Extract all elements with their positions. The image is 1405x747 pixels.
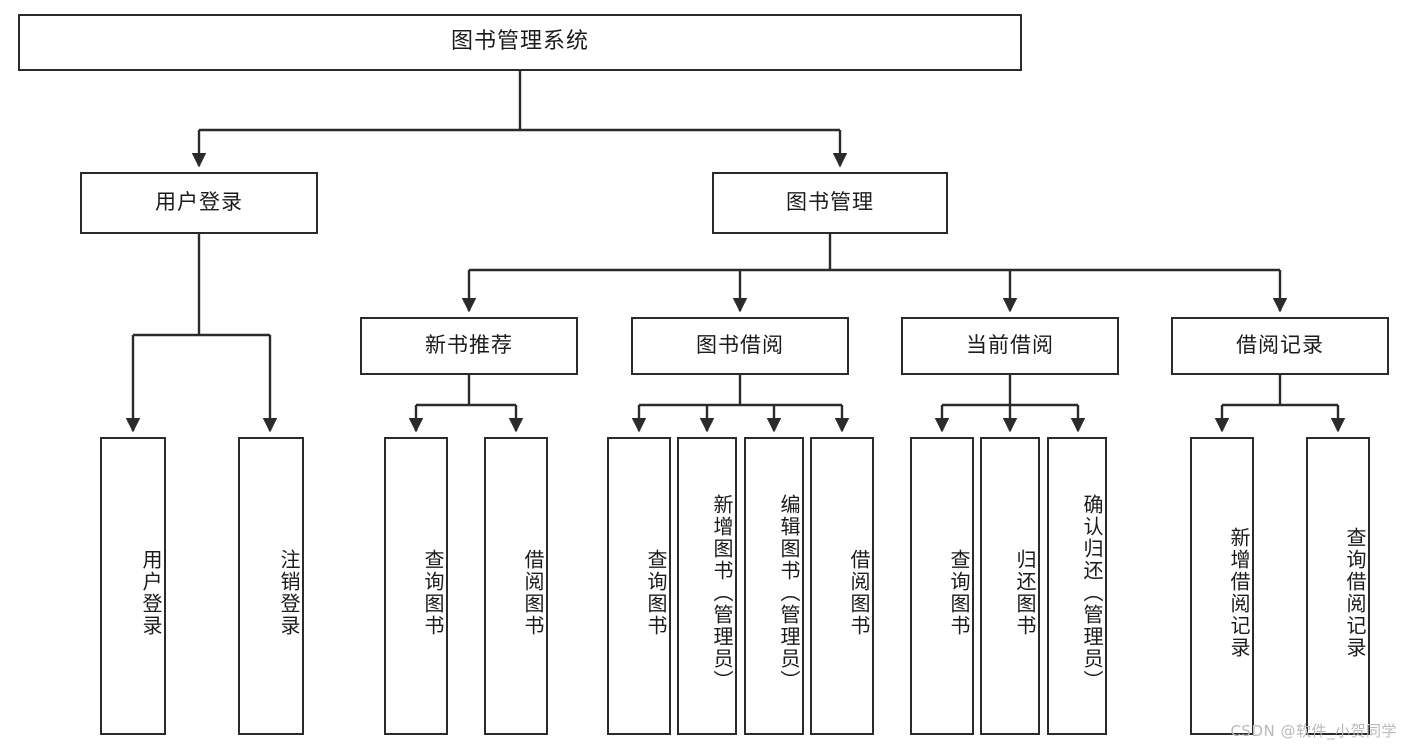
node-leaf-return-book[interactable]: 归还图书 bbox=[980, 437, 1040, 735]
node-leaf-add-record[interactable]: 新增借阅记录 bbox=[1190, 437, 1254, 735]
node-leaf-confirm-return-label: 确认归还（管理员） bbox=[1080, 494, 1104, 692]
watermark: CSDN @软件_小贺同学 bbox=[1230, 722, 1397, 740]
node-root[interactable]: 图书管理系统 bbox=[18, 14, 1022, 71]
node-book-manage[interactable]: 图书管理 bbox=[712, 172, 948, 234]
node-leaf-add-record-label: 新增借阅记录 bbox=[1227, 527, 1251, 659]
node-leaf-add-book[interactable]: 新增图书（管理员） bbox=[677, 437, 737, 735]
node-book-manage-label: 图书管理 bbox=[786, 190, 874, 215]
node-leaf-add-book-label: 新增图书（管理员） bbox=[710, 494, 734, 692]
node-leaf-user-login[interactable]: 用户登录 bbox=[100, 437, 166, 735]
node-leaf-borrow-book-1[interactable]: 借阅图书 bbox=[484, 437, 548, 735]
node-leaf-edit-book-label: 编辑图书（管理员） bbox=[777, 494, 801, 692]
node-book-borrow-label: 图书借阅 bbox=[696, 333, 784, 358]
node-new-book-rec[interactable]: 新书推荐 bbox=[360, 317, 578, 375]
node-leaf-query-record[interactable]: 查询借阅记录 bbox=[1306, 437, 1370, 735]
node-leaf-query-book-1[interactable]: 查询图书 bbox=[384, 437, 448, 735]
node-leaf-logout-label: 注销登录 bbox=[277, 549, 301, 637]
node-leaf-borrow-book-2[interactable]: 借阅图书 bbox=[810, 437, 874, 735]
node-leaf-query-book-2[interactable]: 查询图书 bbox=[607, 437, 671, 735]
node-leaf-query-book-3[interactable]: 查询图书 bbox=[910, 437, 974, 735]
node-current-borrow[interactable]: 当前借阅 bbox=[901, 317, 1119, 375]
node-leaf-query-book-1-label: 查询图书 bbox=[421, 549, 445, 637]
node-user-login[interactable]: 用户登录 bbox=[80, 172, 318, 234]
node-leaf-borrow-book-1-label: 借阅图书 bbox=[521, 549, 545, 637]
node-new-book-rec-label: 新书推荐 bbox=[425, 333, 513, 358]
node-leaf-logout[interactable]: 注销登录 bbox=[238, 437, 304, 735]
node-leaf-return-book-label: 归还图书 bbox=[1013, 549, 1037, 637]
node-current-borrow-label: 当前借阅 bbox=[966, 333, 1054, 358]
node-borrow-record[interactable]: 借阅记录 bbox=[1171, 317, 1389, 375]
node-leaf-edit-book[interactable]: 编辑图书（管理员） bbox=[744, 437, 804, 735]
node-root-label: 图书管理系统 bbox=[450, 29, 589, 55]
node-leaf-query-book-2-label: 查询图书 bbox=[644, 549, 668, 637]
node-leaf-borrow-book-2-label: 借阅图书 bbox=[847, 549, 871, 637]
node-user-login-label: 用户登录 bbox=[155, 190, 243, 215]
node-leaf-user-login-label: 用户登录 bbox=[139, 549, 163, 637]
node-leaf-query-record-label: 查询借阅记录 bbox=[1343, 527, 1367, 659]
node-leaf-query-book-3-label: 查询图书 bbox=[947, 549, 971, 637]
node-leaf-confirm-return[interactable]: 确认归还（管理员） bbox=[1047, 437, 1107, 735]
node-book-borrow[interactable]: 图书借阅 bbox=[631, 317, 849, 375]
node-borrow-record-label: 借阅记录 bbox=[1236, 333, 1324, 358]
